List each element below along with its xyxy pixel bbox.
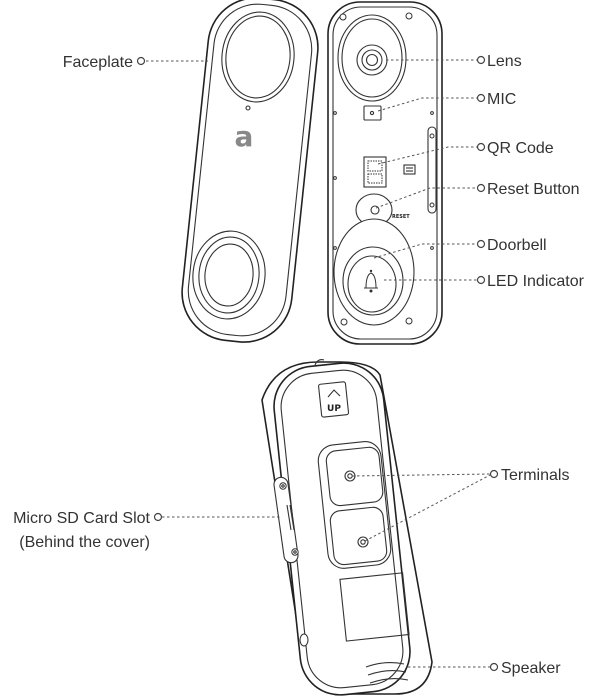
bell-icon (364, 269, 378, 293)
faceplate-logo: a (235, 120, 254, 153)
label-led-indicator: LED Indicator (487, 273, 585, 290)
label-reset-button: Reset Button (487, 181, 580, 198)
callout-labels: Faceplate Lens MIC QR Code Reset Button … (13, 53, 585, 677)
label-mic: MIC (487, 91, 516, 108)
label-speaker: Speaker (501, 660, 561, 677)
up-marking: UP (327, 404, 341, 414)
label-terminals: Terminals (501, 467, 569, 484)
faceplate-illustration: a (181, 0, 319, 343)
doorbell-back-illustration: UP (261, 359, 433, 696)
callout-leaders (136, 55, 499, 672)
label-faceplate: Faceplate (63, 54, 133, 71)
label-qr-code: QR Code (487, 140, 554, 157)
label-micro-sd-slot: Micro SD Card Slot (13, 510, 150, 527)
label-lens: Lens (487, 53, 522, 70)
label-doorbell: Doorbell (487, 237, 547, 254)
reset-marking: RESET (392, 214, 410, 220)
label-micro-sd-note: (Behind the cover) (19, 534, 150, 551)
doorbell-front-illustration: RESET (327, 1, 443, 345)
